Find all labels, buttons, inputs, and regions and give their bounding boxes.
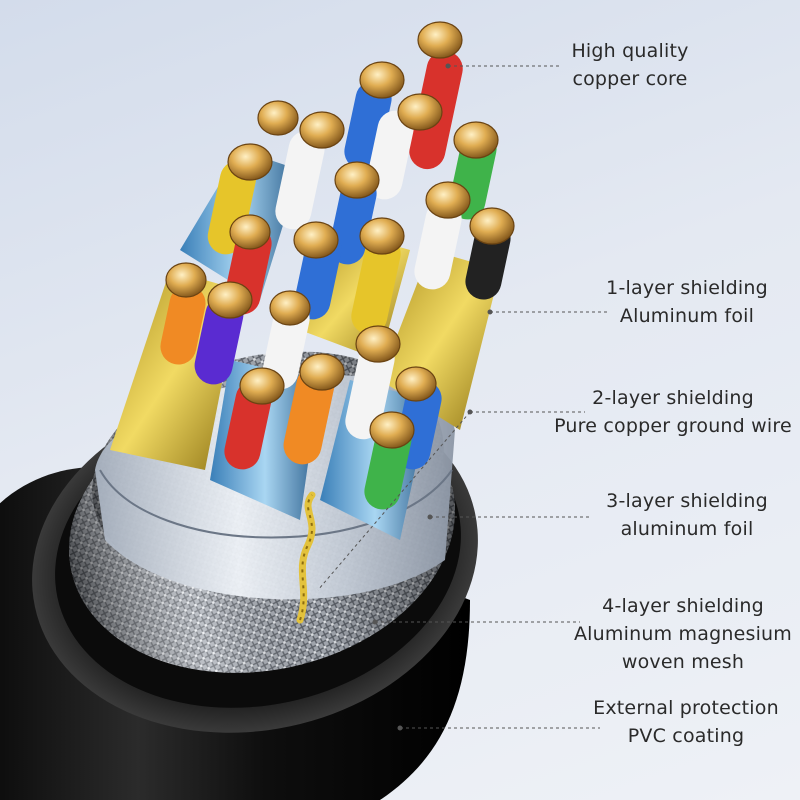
callout-line: Aluminum magnesium — [573, 623, 792, 645]
callout-line: copper core — [572, 68, 688, 90]
copper-strand-tips — [165, 21, 515, 449]
callout-line: 2-layer shielding — [592, 387, 754, 409]
callout-line: woven mesh — [621, 651, 745, 673]
copper-ground-wire — [296, 491, 316, 624]
callout-copper-core: High quality copper core — [500, 37, 760, 93]
callout-line: Aluminum foil — [619, 305, 755, 327]
callout-line: External protection — [593, 697, 779, 719]
callout-external: External protection PVC coating — [556, 694, 800, 750]
callout-line: 3-layer shielding — [606, 490, 768, 512]
callout-shield-3: 3-layer shielding aluminum foil — [557, 487, 800, 543]
callout-line: High quality — [571, 40, 689, 62]
callout-shield-4: 4-layer shielding Aluminum magnesium wov… — [553, 592, 800, 676]
callout-line: 1-layer shielding — [606, 277, 768, 299]
callout-line: 4-layer shielding — [602, 595, 764, 617]
callout-shield-2: 2-layer shielding Pure copper ground wir… — [543, 384, 800, 440]
callout-line: PVC coating — [627, 725, 745, 747]
callout-leader-lines — [317, 63, 610, 731]
callout-shield-1: 1-layer shielding Aluminum foil — [557, 274, 800, 330]
callout-line: aluminum foil — [620, 518, 754, 540]
callout-line: Pure copper ground wire — [554, 415, 792, 437]
